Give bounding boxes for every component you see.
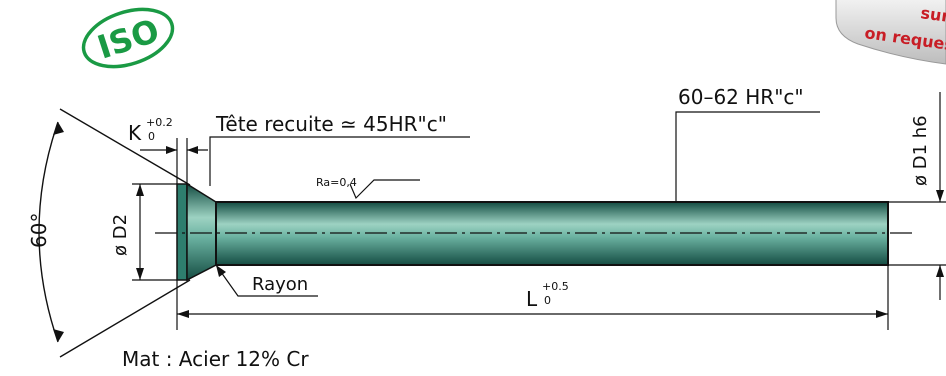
l-arrow-right	[876, 310, 888, 318]
l-symbol: L	[526, 287, 538, 311]
shank-diameter-label: ø D1 h6	[910, 115, 931, 186]
material-note: Mat : Acier 12% Cr	[122, 347, 309, 371]
k-arrow-left	[166, 146, 177, 154]
pin-head	[176, 182, 217, 282]
head-annealed-label: Tête recuite ≃ 45HR"c"	[215, 112, 447, 136]
d2-dimension	[132, 183, 177, 281]
request-badge-line1: sur	[919, 3, 946, 26]
l-lower-tolerance: 0	[544, 294, 551, 307]
k-lower-tolerance: 0	[148, 130, 155, 143]
head-cone	[186, 182, 217, 282]
hardness-label: 60–62 HR"c"	[678, 85, 804, 109]
l-upper-tolerance: +0.5	[542, 280, 569, 293]
angle-line-lower	[59, 279, 191, 358]
l-arrow-left	[177, 310, 189, 318]
k-arrow-right	[187, 146, 198, 154]
angle-arrow-top	[53, 122, 64, 135]
roughness-symbol	[349, 179, 420, 200]
angle-line-upper	[59, 108, 191, 186]
d2-arrow-top	[136, 184, 144, 196]
d1-arrow-top	[936, 190, 944, 202]
k-symbol: K	[128, 121, 142, 145]
head-diameter-label: ø D2	[110, 214, 131, 256]
iso-badge-outline	[81, 7, 175, 69]
k-upper-tolerance: +0.2	[146, 116, 173, 129]
angle-construction	[38, 108, 191, 358]
request-badge-shape	[835, 0, 946, 65]
radius-label: Rayon	[252, 274, 308, 295]
angle-label: 60°	[27, 213, 51, 248]
request-badge: sur on reques	[835, 0, 946, 65]
radius-leader	[215, 264, 318, 297]
hardness-leader	[675, 111, 820, 202]
head-annealed-leader	[209, 136, 470, 186]
l-dimension	[176, 265, 889, 330]
d2-arrow-bottom	[136, 268, 144, 280]
radius-arrow	[216, 265, 226, 277]
head-collar	[176, 183, 188, 281]
roughness-label: Ra=0,4	[316, 176, 357, 189]
iso-badge: ISO	[81, 7, 175, 69]
d1-arrow-bottom	[936, 265, 944, 277]
angle-arc	[38, 121, 59, 343]
angle-arrow-bottom	[53, 329, 64, 342]
